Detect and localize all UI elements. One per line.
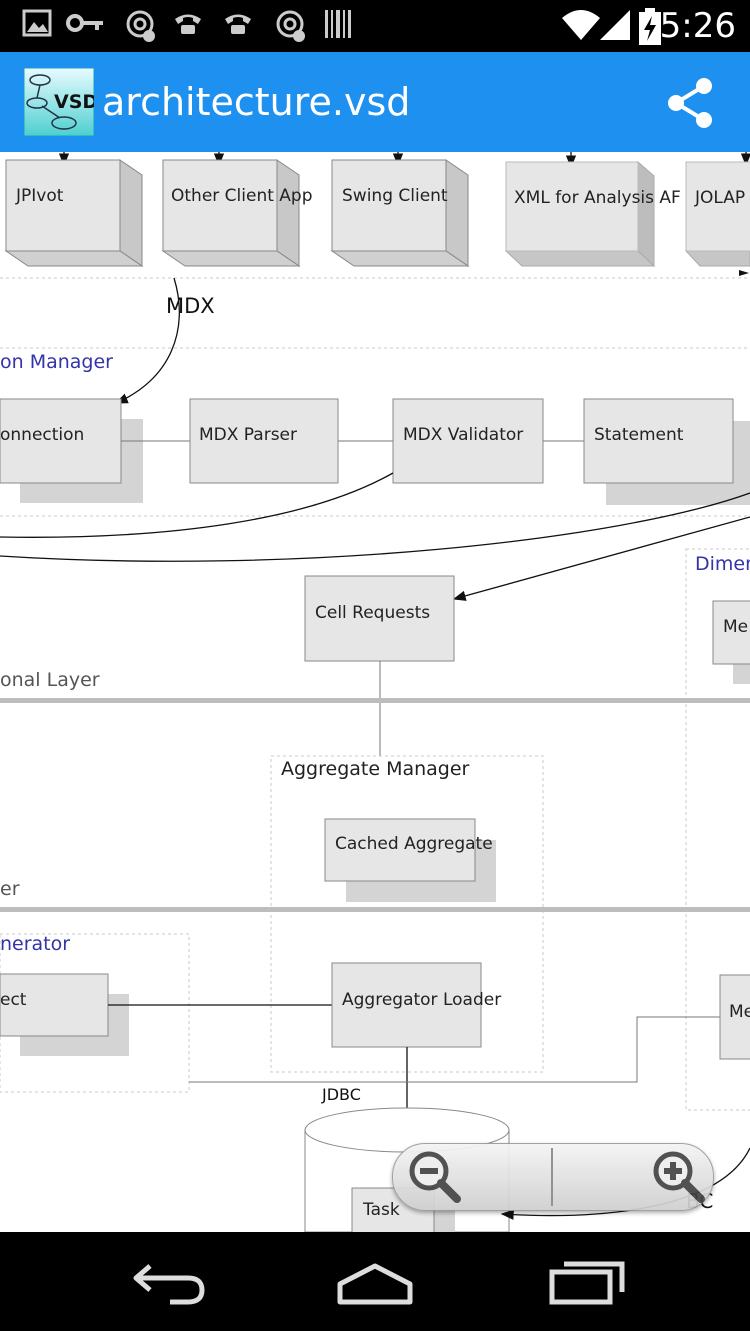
voicemail-icon (126, 10, 155, 42)
key-icon (66, 14, 103, 32)
section-dimension: Dimen (695, 553, 750, 575)
client-other-client-app[interactable]: Other Client App (161, 159, 313, 267)
zoom-out-icon[interactable] (405, 1147, 465, 1207)
jdbc-label: JDBC (321, 1085, 361, 1104)
node-connection[interactable]: onnection (0, 398, 143, 503)
node-aggregator-loader[interactable]: Aggregator Loader (331, 962, 501, 1048)
aggregate-manager-label: Aggregate Manager (281, 758, 470, 780)
node-statement[interactable]: Statement (583, 398, 750, 505)
node-cached-aggregate[interactable]: Cached Aggregate (324, 818, 496, 902)
node-mdx-validator[interactable]: MDX Validator (392, 398, 544, 484)
zoom-control (392, 1143, 714, 1211)
mdx-label: MDX (166, 294, 215, 318)
diagram-canvas[interactable]: JPIvot Other Client App Swing Client XML… (0, 152, 750, 1232)
app-bar: VSD architecture.vsd (0, 52, 750, 152)
node-select[interactable]: ect (0, 973, 129, 1056)
node-cell-requests[interactable]: Cell Requests (304, 575, 455, 662)
client-jpivot[interactable]: JPIvot (4, 159, 144, 267)
section-dimension-frame (685, 548, 750, 1111)
node-member-bottom[interactable]: Me (719, 974, 750, 1060)
signal-icon (600, 10, 630, 40)
status-bar: 5:26 (0, 0, 750, 52)
svg-text:MDX Validator: MDX Validator (403, 425, 523, 445)
layer-divider-1 (0, 698, 750, 703)
battery-charging-icon (639, 8, 661, 45)
client-jolap[interactable]: JOLAP (684, 161, 750, 267)
section-separators (0, 277, 750, 517)
layer-divider-2 (0, 907, 750, 912)
image-icon (22, 9, 52, 37)
section-sql-generator: nerator (0, 933, 70, 955)
zoom-in-icon[interactable] (649, 1147, 709, 1207)
svg-text:onnection: onnection (0, 425, 84, 445)
phone-icon (175, 14, 201, 34)
mdx-flow-arrow (114, 277, 180, 404)
edge-statement-curve (0, 492, 750, 562)
svg-text:Other Client App: Other Client App (171, 186, 313, 206)
phone-icon (225, 14, 251, 34)
svg-text:MDX Parser: MDX Parser (199, 425, 297, 445)
section-dimensional-layer: onal Layer (0, 669, 100, 691)
svg-text:VSD: VSD (54, 91, 94, 113)
client-xml-for-analysis[interactable]: XML for Analysis AF (504, 160, 681, 268)
node-mdx-parser[interactable]: MDX Parser (189, 398, 339, 484)
vsd-app-logo: VSD (24, 68, 94, 136)
svg-text:XML for Analysis AF: XML for Analysis AF (514, 188, 681, 208)
back-icon[interactable] (130, 1260, 210, 1306)
navigation-bar (0, 1232, 750, 1331)
svg-text:Cell Requests: Cell Requests (315, 603, 430, 623)
svg-text:Me: Me (723, 617, 748, 637)
svg-text:JOLAP: JOLAP (694, 188, 745, 208)
svg-text:Me: Me (729, 1002, 750, 1022)
wifi-icon (562, 10, 600, 40)
svg-text:Cached Aggregate: Cached Aggregate (335, 834, 493, 854)
edge-validator-curve (0, 472, 394, 538)
voicemail-icon (276, 10, 305, 42)
connector-arrow (739, 270, 749, 276)
recent-apps-icon[interactable] (548, 1260, 628, 1306)
status-time: 5:26 (659, 6, 736, 46)
section-connection-manager: on Manager (0, 351, 113, 373)
architecture-diagram[interactable]: JPIvot Other Client App Swing Client XML… (0, 152, 750, 1232)
svg-text:ect: ect (0, 990, 27, 1010)
client-swing-client[interactable]: Swing Client (330, 159, 470, 267)
svg-text:Statement: Statement (594, 425, 684, 445)
svg-text:JPIvot: JPIvot (15, 186, 64, 206)
share-icon[interactable] (664, 76, 718, 130)
zoom-divider (551, 1148, 553, 1206)
edge-to-cell-requests (452, 516, 750, 601)
home-icon[interactable] (335, 1260, 415, 1306)
edge-sql-to-member (189, 1016, 720, 1083)
node-member-top[interactable]: Me (712, 600, 750, 684)
svg-text:Aggregator Loader: Aggregator Loader (342, 990, 501, 1010)
svg-text:Task: Task (362, 1200, 400, 1220)
section-star-layer: er (0, 878, 20, 900)
barcode-icon (325, 10, 351, 38)
app-title: architecture.vsd (102, 80, 411, 124)
svg-text:Swing Client: Swing Client (342, 186, 448, 206)
